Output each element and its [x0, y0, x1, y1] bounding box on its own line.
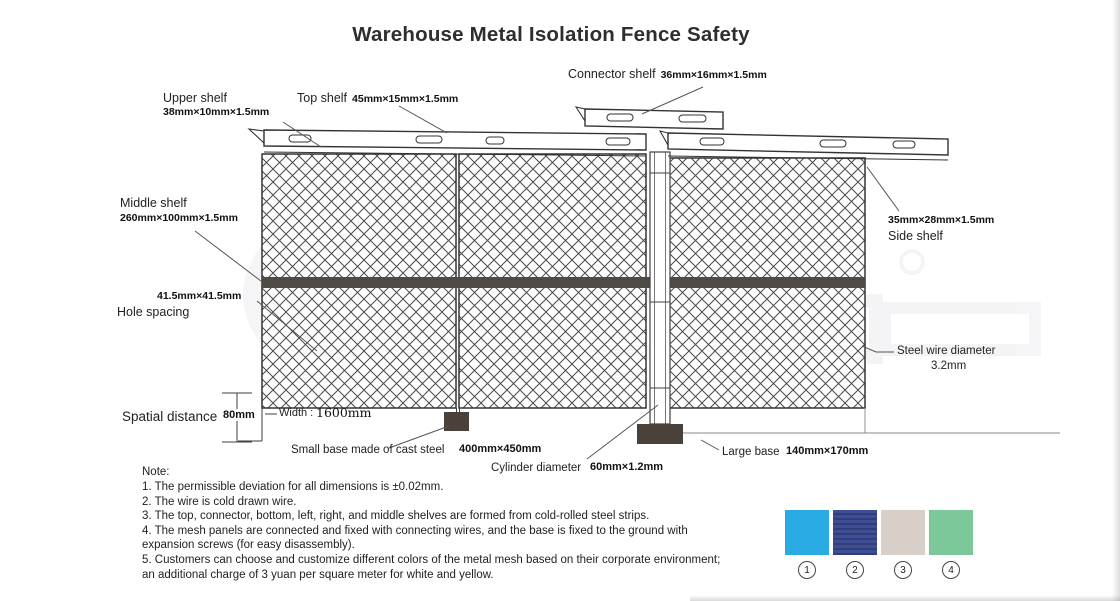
upper-shelf-dimension: 38mm×10mm×1.5mm [163, 106, 270, 118]
spatial-distance-label: Spatial distance [122, 409, 218, 424]
note-line: 3. The top, connector, bottom, left, rig… [142, 510, 650, 523]
leader-connector-shelf [641, 86, 704, 115]
color-swatch-dark-blue [833, 510, 877, 555]
note-line: 1. The permissible deviation for all dim… [142, 481, 444, 493]
width-value: 1600mm [316, 405, 372, 420]
upper-shelf-label: Upper shelf [163, 91, 227, 105]
page-title: Warehouse Metal Isolation Fence Safety [352, 23, 750, 46]
small-base [444, 412, 469, 431]
connector-shelf-name: Connector shelf [568, 67, 656, 81]
note-line: 2. The wire is cold drawn wire. [142, 495, 297, 508]
swatch-number-1: 1 [798, 561, 816, 579]
middle-shelf-label: Middle shelf [120, 196, 187, 210]
dimension-marks [222, 392, 277, 443]
note-line: 4. The mesh panels are connected and fix… [142, 524, 688, 537]
side-shelf-dimension: 35mm×28mm×1.5mm [888, 214, 995, 226]
center-post [649, 151, 671, 425]
leader-hole-spacing [256, 300, 318, 352]
leader-cylinder [586, 404, 659, 460]
leader-upper-shelf [282, 121, 322, 148]
leader-middle-shelf [194, 230, 262, 282]
leader-small-base [388, 425, 450, 449]
small-base-label: Small base made of cast steel [291, 444, 445, 456]
color-swatch-blue [785, 510, 829, 555]
connector-shelf-label: Connector shelf 36mm×16mm×1.5mm [568, 67, 767, 81]
small-base-dimension: 400mm×450mm [459, 443, 542, 455]
steel-wire-dimension: 3.2mm [931, 360, 967, 372]
width-label: Width : [279, 407, 314, 419]
leader-side-shelf [866, 166, 900, 212]
cylinder-diameter-dimension: 60mm×1.2mm [590, 461, 664, 473]
side-shelf-label: Side shelf [888, 229, 943, 243]
note-line: an additional charge of 3 yuan per squar… [142, 568, 494, 581]
top-shelf-name: Top shelf [297, 91, 348, 105]
middle-shelf-band [262, 277, 865, 288]
steel-wire-label: Steel wire diameter [897, 345, 996, 357]
connector-shelf-dimension: 36mm×16mm×1.5mm [660, 69, 767, 81]
ground-line [683, 408, 1060, 434]
leader-top-shelf [398, 105, 448, 134]
large-base-label: Large base [722, 446, 780, 458]
spatial-distance-dimension: 80mm [221, 409, 257, 421]
swatch-numbers: 1 2 3 4 [785, 561, 973, 579]
hole-spacing-label: Hole spacing [117, 305, 190, 319]
middle-shelf-dimension: 260mm×100mm×1.5mm [120, 212, 238, 224]
swatch-number-3: 3 [894, 561, 912, 579]
leader-large-base [700, 439, 720, 451]
connector-shelf-piece [574, 106, 724, 130]
large-base-dimension: 140mm×170mm [786, 445, 869, 457]
note-line: expansion screws (for easy disassembly). [142, 539, 355, 552]
leader-steel-wire [861, 345, 894, 353]
scan-edge-bottom [690, 595, 1120, 601]
top-shelf-dimension: 45mm×15mm×1.5mm [352, 93, 459, 105]
large-base [637, 424, 683, 444]
leader-lines [194, 86, 900, 460]
cylinder-diameter-label: Cylinder diameter [491, 462, 582, 474]
swatch-number-4: 4 [942, 561, 960, 579]
top-shelf-rail [247, 128, 949, 161]
note-line: 5. Customers can choose and customize di… [142, 553, 721, 566]
notes-heading: Note: [142, 466, 170, 478]
top-shelf-label: Top shelf 45mm×15mm×1.5mm [297, 91, 458, 105]
color-swatch-gray [881, 510, 925, 555]
color-swatch-green [929, 510, 973, 555]
scan-edge-right [1112, 0, 1120, 601]
color-swatches [785, 510, 973, 555]
notes-section: Note: 1. The permissible deviation for a… [142, 466, 742, 582]
hole-spacing-dimension: 41.5mm×41.5mm [157, 290, 242, 302]
swatch-number-2: 2 [846, 561, 864, 579]
